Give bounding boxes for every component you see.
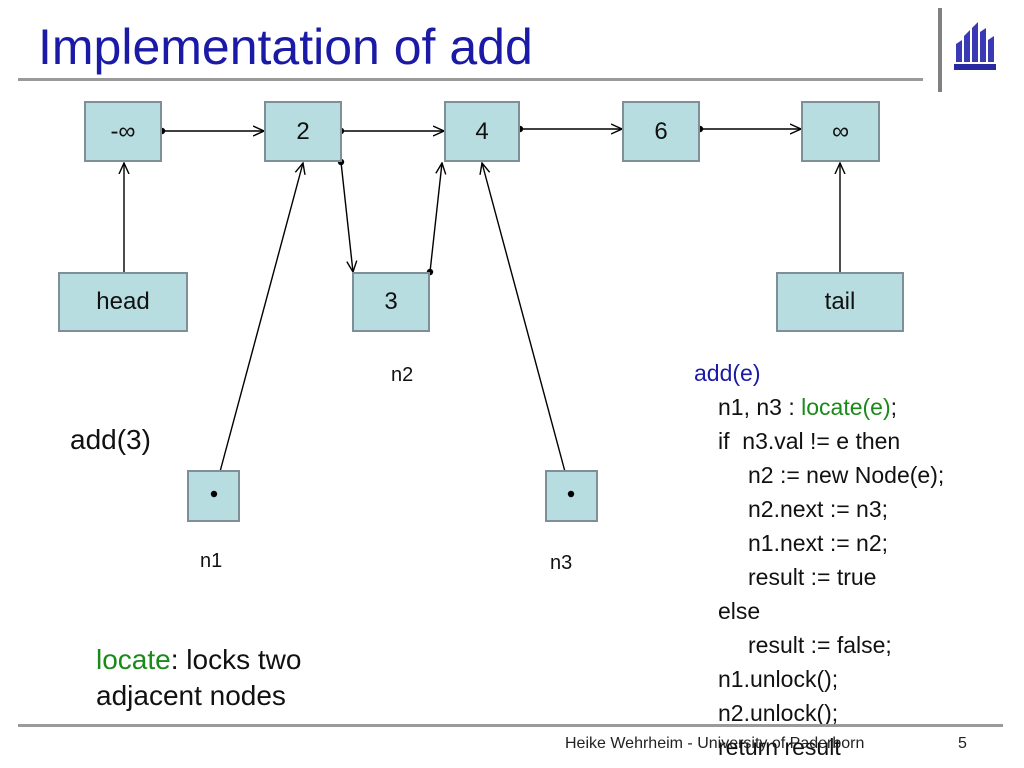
code-block: add(e) n1, n3 : locate(e); if n3.val != … <box>694 356 944 764</box>
page-number: 5 <box>958 735 967 752</box>
code-line: result := true <box>748 564 877 590</box>
code-line: n1.next := n2; <box>748 530 889 556</box>
title-divider <box>18 78 923 81</box>
footer-author: Heike Wehrheim - University of Paderborn <box>565 735 865 752</box>
node-2: 2 <box>264 101 342 162</box>
code-line: n2.unlock(); <box>718 700 839 726</box>
n3-pointer <box>482 163 572 495</box>
node-4: 4 <box>444 101 520 162</box>
locate-note: locate: locks two adjacent nodes <box>96 642 301 714</box>
node-infinity: ∞ <box>801 101 880 162</box>
code-locate-call: locate(e) <box>801 394 891 420</box>
code-line: return result <box>718 734 841 760</box>
university-logo-icon <box>950 14 1000 76</box>
note-keyword: locate <box>96 644 171 675</box>
code-line: n1.unlock(); <box>718 666 839 692</box>
code-line: result := false; <box>748 632 892 658</box>
code-line: n2 := new Node(e); <box>748 462 945 488</box>
slide-title: Implementation of add <box>38 19 533 75</box>
code-line: if n3.val != e then <box>718 428 901 454</box>
label-n2: n2 <box>391 364 414 386</box>
link-2-to-3 <box>340 161 353 272</box>
code-line: else <box>718 598 761 624</box>
n1-dot <box>210 490 218 498</box>
node-minus-infinity: -∞ <box>84 101 162 162</box>
call-label: add(3) <box>70 424 151 455</box>
note-line1: : locks two <box>170 644 302 675</box>
node-3: 3 <box>352 272 430 332</box>
code-line: n1, n3 : locate(e); <box>718 394 897 420</box>
head-box: head <box>58 272 188 332</box>
note-line2: adjacent nodes <box>96 680 286 711</box>
label-n3: n3 <box>550 552 573 574</box>
node-6: 6 <box>622 101 700 162</box>
label-n1: n1 <box>200 550 223 572</box>
code-signature: add(e) <box>694 360 761 386</box>
footer-divider <box>18 724 1003 727</box>
n1-pointer <box>213 163 303 495</box>
link-3-to-4 <box>429 163 442 273</box>
n3-dot <box>567 490 575 498</box>
code-line: n2.next := n3; <box>748 496 889 522</box>
logo-divider <box>938 8 942 92</box>
tail-box: tail <box>776 272 904 332</box>
